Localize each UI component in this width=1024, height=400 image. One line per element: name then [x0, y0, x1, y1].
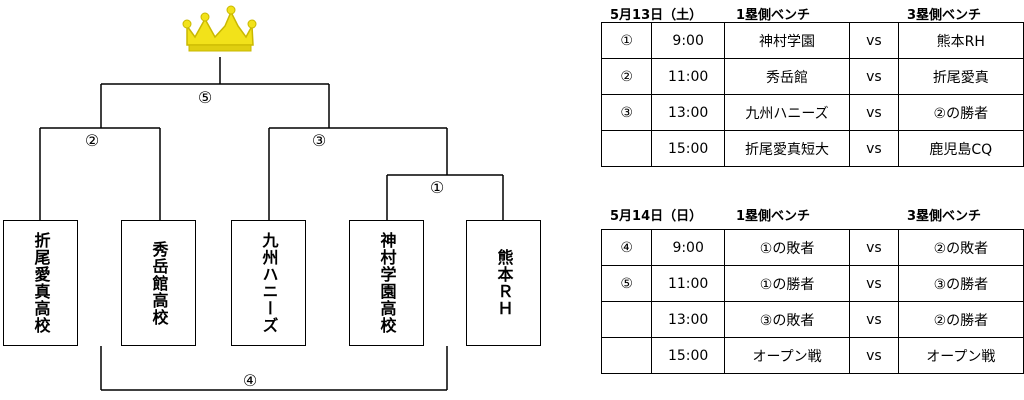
- game-label-5: ⑤: [198, 88, 212, 107]
- vs-label-cell: vs: [849, 265, 899, 302]
- vs-label-cell: vs: [849, 94, 899, 131]
- bracket-lines: ⑤ ② ③ ① ④: [39, 5, 504, 391]
- home-team-cell: 九州ハニーズ: [723, 94, 851, 131]
- home-team-cell: ①の敗者: [723, 229, 851, 266]
- game-number-cell: [600, 130, 653, 167]
- game-label-4: ④: [243, 371, 257, 390]
- home-team-cell: ①の勝者: [723, 265, 851, 302]
- team-box: 熊本ＲＨ: [466, 220, 541, 346]
- game-number-cell: ②: [600, 58, 653, 95]
- team-box: 折尾愛真高校: [3, 220, 78, 346]
- away-team-cell: ②の敗者: [897, 229, 1024, 266]
- game-number-cell: ⑤: [600, 265, 653, 302]
- vs-label-cell: vs: [849, 337, 899, 374]
- start-time-cell: 15:00: [651, 337, 725, 374]
- vs-label-cell: vs: [849, 22, 899, 59]
- home-team-cell: 神村学園: [723, 22, 851, 59]
- team-box: 秀岳館高校: [121, 220, 196, 346]
- away-team-cell: 熊本RH: [897, 22, 1024, 59]
- team-name: 神村学園高校: [377, 232, 397, 334]
- away-bench-header: 3塁側ベンチ: [907, 8, 982, 23]
- team-box: 神村学園高校: [349, 220, 424, 346]
- start-time-cell: 11:00: [651, 58, 725, 95]
- start-time-cell: 11:00: [651, 265, 725, 302]
- away-team-cell: ③の勝者: [897, 265, 1024, 302]
- game-number-cell: ①: [600, 22, 653, 59]
- schedule-date-day2: 5月14日（日）: [610, 209, 703, 224]
- schedule-date-day1: 5月13日（土）: [610, 8, 703, 23]
- away-team-cell: ②の勝者: [897, 94, 1024, 131]
- start-time-cell: 9:00: [651, 229, 725, 266]
- game-number-cell: [600, 337, 653, 374]
- home-team-cell: ③の敗者: [723, 301, 851, 338]
- game-number-cell: ③: [600, 94, 653, 131]
- home-bench-header: 1塁側ベンチ: [736, 8, 811, 23]
- vs-label-cell: vs: [849, 229, 899, 266]
- home-bench-header: 1塁側ベンチ: [736, 209, 811, 224]
- home-team-cell: オープン戦: [723, 337, 851, 374]
- away-team-cell: ②の勝者: [897, 301, 1024, 338]
- away-team-cell: 鹿児島CQ: [897, 130, 1024, 167]
- start-time-cell: 13:00: [651, 94, 725, 131]
- vs-label-cell: vs: [849, 301, 899, 338]
- game-label-2: ②: [85, 131, 99, 150]
- team-name: 九州ハニーズ: [259, 232, 279, 334]
- away-team-cell: オープン戦: [897, 337, 1024, 374]
- vs-label-cell: vs: [849, 58, 899, 95]
- team-name: 熊本ＲＨ: [494, 249, 514, 317]
- start-time-cell: 13:00: [651, 301, 725, 338]
- home-team-cell: 秀岳館: [723, 58, 851, 95]
- game-label-3: ③: [312, 131, 326, 150]
- away-team-cell: 折尾愛真: [897, 58, 1024, 95]
- tournament-bracket: ⑤ ② ③ ① ④ 折尾愛真高校 秀岳館高校 九州ハニーズ 神村学園高校 熊本Ｒ…: [3, 5, 541, 391]
- start-time-cell: 9:00: [651, 22, 725, 59]
- team-box: 九州ハニーズ: [231, 220, 306, 346]
- team-name: 折尾愛真高校: [31, 232, 51, 334]
- vs-label-cell: vs: [849, 130, 899, 167]
- game-number-cell: ④: [600, 229, 653, 266]
- team-name: 秀岳館高校: [149, 240, 169, 326]
- home-team-cell: 折尾愛真短大: [723, 130, 851, 167]
- start-time-cell: 15:00: [651, 130, 725, 167]
- crown-icon: [182, 5, 257, 52]
- game-number-cell: [600, 301, 653, 338]
- game-label-1: ①: [430, 178, 444, 197]
- away-bench-header: 3塁側ベンチ: [907, 209, 982, 224]
